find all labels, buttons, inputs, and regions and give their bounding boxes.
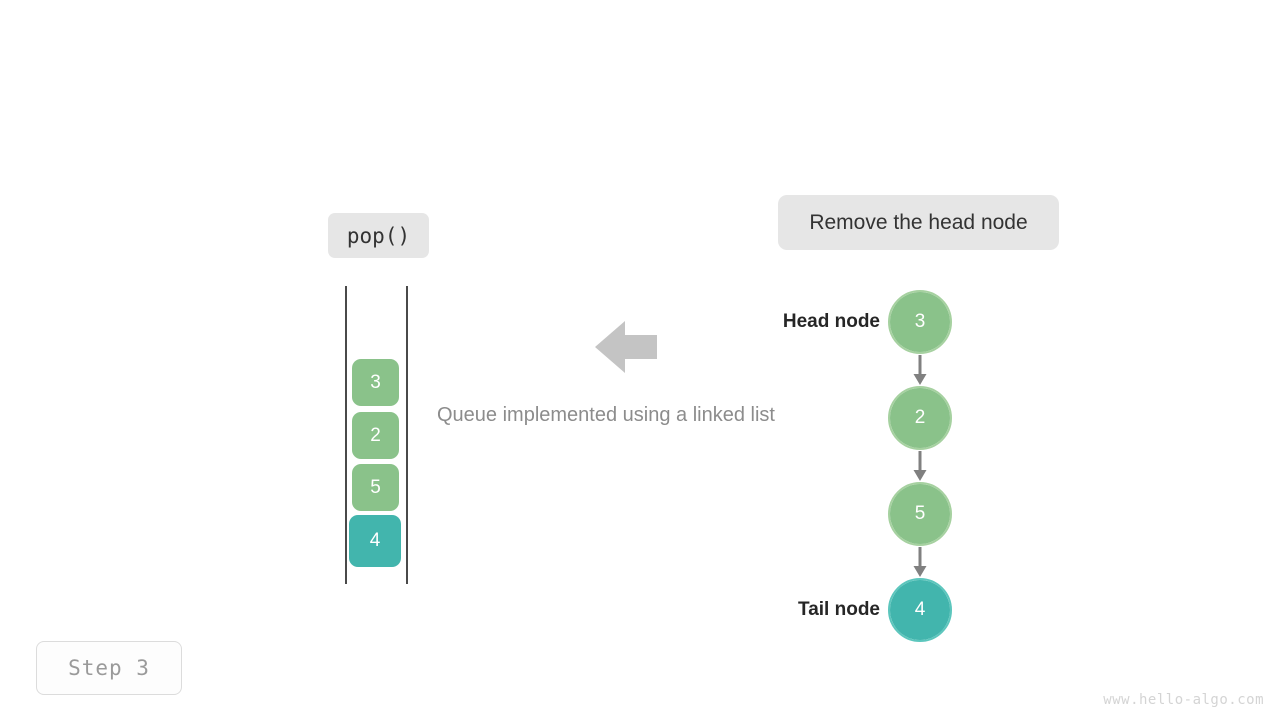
queue-element: 4	[349, 515, 401, 567]
tail-node-label: Tail node	[798, 599, 880, 620]
linked-list-node: 2	[890, 388, 950, 448]
pop-flow-arrow	[595, 321, 657, 373]
linked-list-next-pointer-arrow	[908, 355, 932, 385]
queue-element-value: 2	[370, 424, 381, 446]
linked-list-node-ring	[888, 578, 952, 642]
linked-list-node: 5	[890, 484, 950, 544]
queue-rail-left	[345, 286, 347, 584]
queue-element: 2	[352, 412, 399, 459]
queue-element-value: 4	[369, 530, 381, 551]
head-node-label: Head node	[782, 311, 880, 332]
linked-list-node-ring	[888, 386, 952, 450]
linked-list-node-value: 2	[914, 407, 926, 428]
step-description-banner: Remove the head node	[778, 195, 1059, 250]
linked-list-node-value: 3	[914, 311, 926, 332]
linked-list-node-ring	[888, 482, 952, 546]
step-badge: Step 3	[36, 641, 182, 695]
linked-list-node: 4	[890, 580, 950, 640]
watermark: www.hello-algo.com	[1103, 692, 1264, 708]
queue-element: 5	[352, 464, 399, 511]
queue-element: 3	[352, 359, 399, 406]
diagram-caption: Queue implemented using a linked list	[437, 404, 775, 426]
linked-list-node-ring	[888, 290, 952, 354]
linked-list-next-pointer-arrow	[908, 547, 932, 577]
linked-list-node-value: 5	[914, 503, 926, 524]
queue-element-value: 3	[370, 371, 381, 393]
queue-rail-right	[406, 286, 408, 584]
linked-list-next-pointer-arrow	[908, 451, 932, 481]
operation-label-chip: pop()	[328, 213, 429, 258]
linked-list-node-value: 4	[914, 599, 926, 620]
linked-list-node: 3	[890, 292, 950, 352]
queue-element-value: 5	[370, 476, 381, 498]
